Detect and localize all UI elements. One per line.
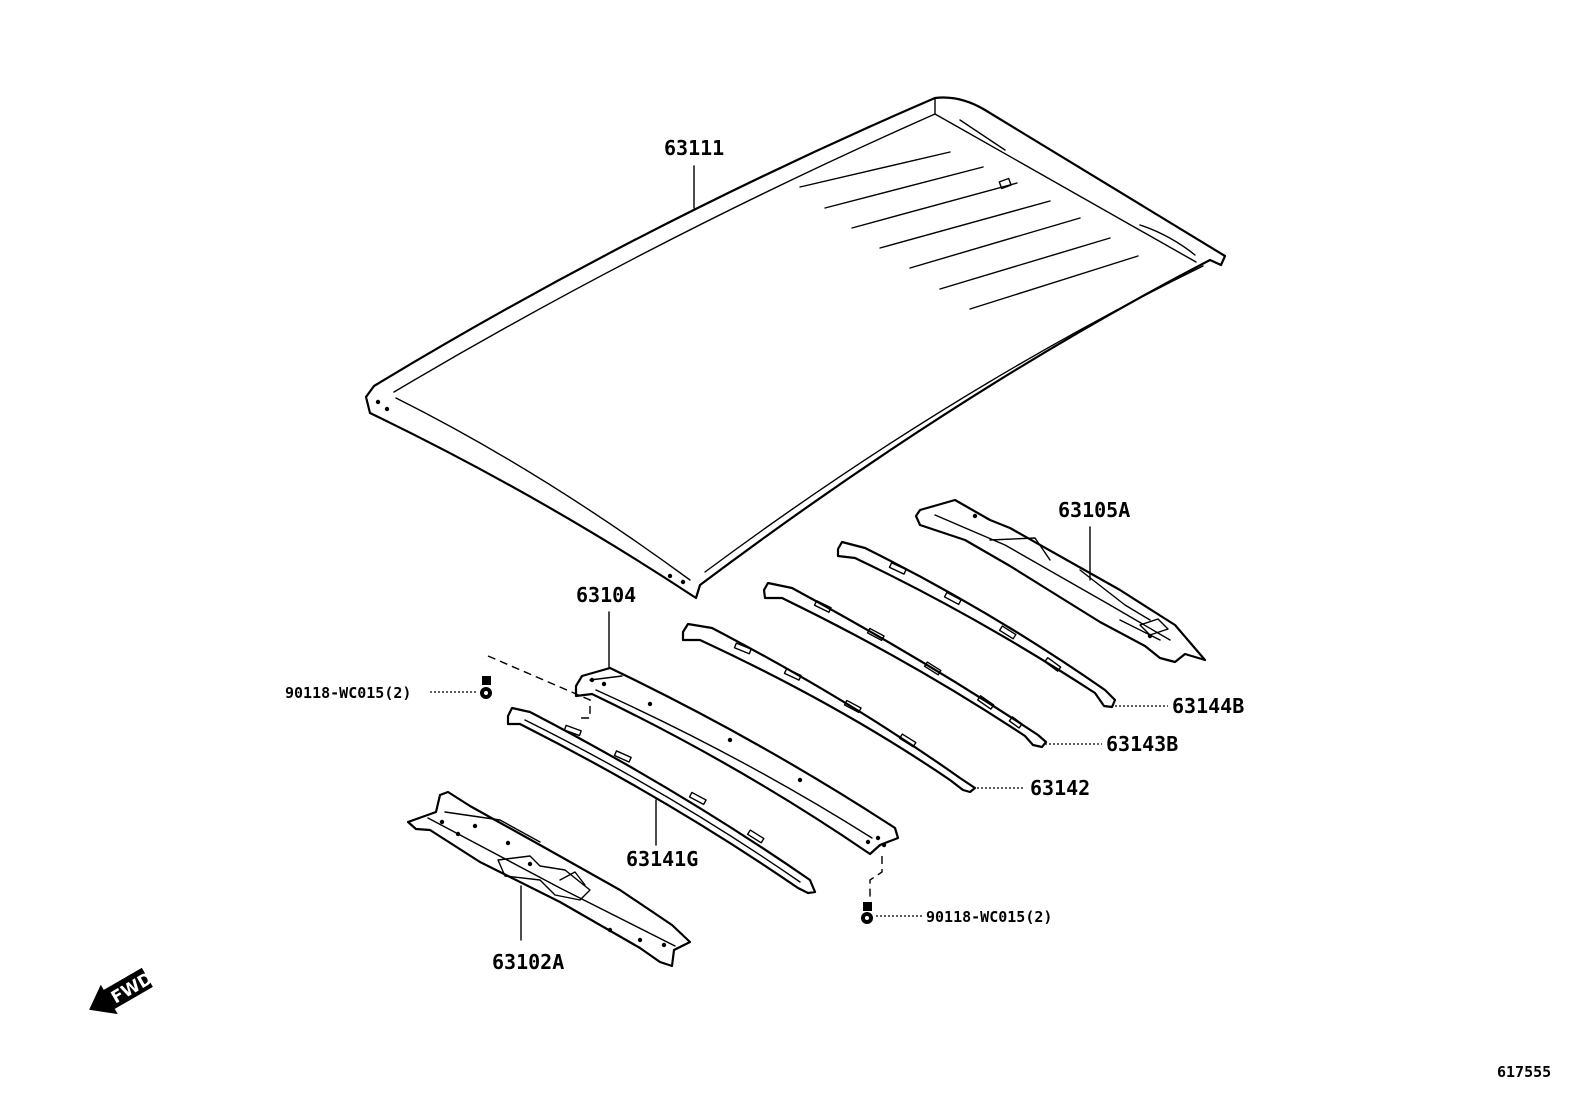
fwd-direction-arrow: FWD [89,967,156,1015]
roof-bow-63143B[interactable] [762,581,1048,749]
label-63141G: 63141G [626,847,698,871]
figure-number: 617555 [1497,1063,1551,1081]
bolt-right[interactable] [861,902,873,924]
install-line-left [487,655,591,719]
label-63143B: 63143B [1106,732,1178,756]
roof-bow-63141G[interactable] [506,706,817,895]
label-63102A-text: 63102A [492,950,564,974]
label-bolt-right: 90118-WC015(2) [926,908,1052,926]
roof-bow-63142[interactable] [681,622,977,794]
install-line-right [869,856,883,898]
label-63111: 63111 [664,136,724,160]
label-63104: 63104 [576,583,636,607]
rear-header-panel[interactable] [914,498,1207,664]
label-63144B: 63144B [1172,694,1244,718]
label-63105A: 63105A [1058,498,1130,522]
roof-panel[interactable] [364,96,1227,600]
front-header-panel[interactable] [574,666,900,856]
front-roof-rail[interactable] [406,790,692,968]
bolt-left[interactable] [480,676,492,699]
label-bolt-left: 90118-WC015(2) [285,684,411,702]
label-63142: 63142 [1030,776,1090,800]
roof-bow-63144B[interactable] [836,540,1117,709]
